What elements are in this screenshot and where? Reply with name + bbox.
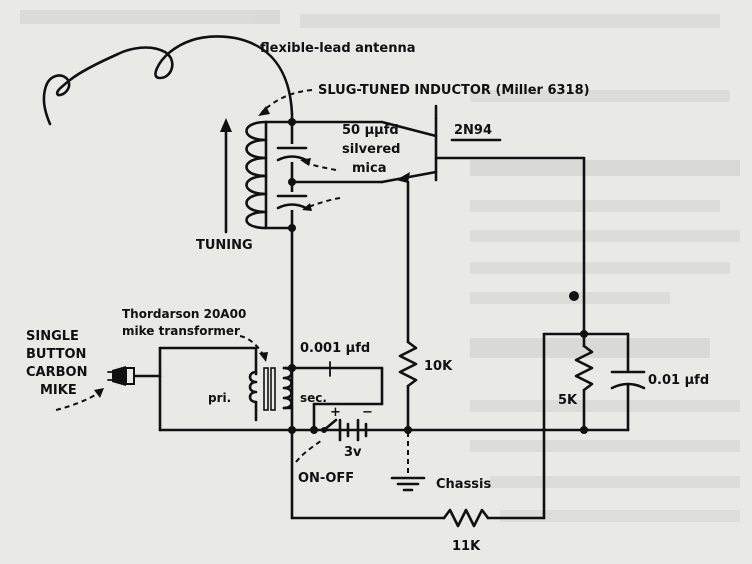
transformer-core-2 — [270, 367, 276, 411]
tuning-coil — [245, 120, 268, 230]
battery-minus: − — [362, 405, 373, 420]
chassis-label: Chassis — [436, 477, 491, 492]
r11k-resistor — [442, 508, 490, 528]
marker-dot — [569, 291, 579, 301]
cap-adjust-arrow-1-head — [300, 158, 311, 166]
junction-g3 — [404, 426, 412, 434]
inductor-pointer-head — [258, 106, 270, 116]
r5k-label: 5K — [558, 393, 578, 408]
mike-pointer — [55, 391, 101, 411]
transformer-label-1: Thordarson 20A00 — [122, 307, 246, 321]
transformer-label-2: mike transformer — [122, 324, 240, 338]
mike-pointer-head — [94, 388, 104, 398]
primary-coil — [248, 370, 258, 404]
cap001-label: 0.001 μfd — [300, 341, 370, 356]
transformer-core-1 — [263, 367, 269, 411]
r11k-label: 11K — [452, 539, 481, 554]
inductor-pointer — [261, 89, 313, 113]
cap-adjust-arrow-2 — [305, 197, 341, 209]
antenna-lead — [42, 35, 294, 126]
secondary-coil — [282, 366, 293, 410]
mike-label-4: MIKE — [40, 383, 77, 398]
carbon-mike — [107, 366, 135, 386]
mike-label-2: BUTTON — [26, 347, 86, 362]
cap001b-label: 0.01 μfd — [648, 373, 709, 388]
mica-cap-label-3: mica — [352, 161, 386, 176]
battery-voltage: 3v — [344, 445, 362, 460]
mike-label-3: CARBON — [26, 365, 87, 380]
tuning-label: TUNING — [196, 238, 253, 253]
battery-plus: + — [330, 405, 341, 420]
antenna-label: flexible-lead antenna — [260, 41, 416, 56]
secondary-label: sec. — [300, 391, 327, 405]
bleed-through-texture — [20, 10, 740, 522]
junction-g4 — [580, 426, 588, 434]
on-off-switch[interactable] — [322, 418, 338, 432]
mica-cap-label-2: silvered — [342, 142, 400, 157]
switch-label: ON-OFF — [298, 471, 354, 486]
transformer-pointer-head — [259, 352, 268, 362]
trimmer-capacitor-2 — [276, 192, 308, 210]
switch-pointer — [295, 439, 323, 463]
r10k-label: 10K — [424, 359, 453, 374]
r10k-resistor — [398, 340, 418, 388]
transistor-label: 2N94 — [454, 123, 492, 138]
mike-label-1: SINGLE — [26, 329, 79, 344]
inductor-label: SLUG-TUNED INDUCTOR (Miller 6318) — [318, 83, 590, 98]
trimmer-capacitor-1 — [276, 144, 308, 162]
mica-cap-label-1: 50 μμfd — [342, 123, 399, 138]
cap-adjust-arrow-2-head — [302, 203, 312, 211]
tuning-arrow-head — [220, 118, 232, 132]
junction-3 — [288, 224, 296, 232]
primary-label: pri. — [208, 391, 231, 405]
transistor-2n94 — [290, 104, 586, 184]
r5k-resistor — [574, 344, 594, 392]
